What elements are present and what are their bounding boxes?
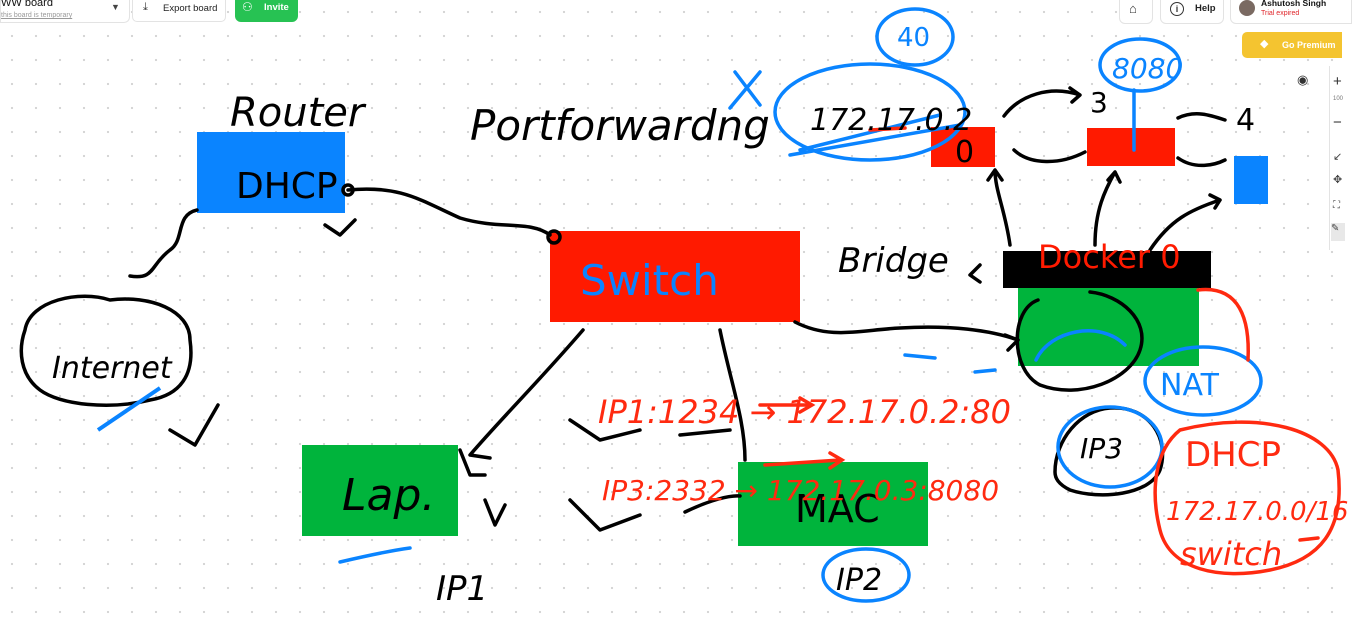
avatar: [1239, 0, 1255, 16]
ip1-label[interactable]: IP1: [436, 569, 488, 609]
ip2-label[interactable]: IP2: [836, 563, 882, 598]
help-label: Help: [1195, 3, 1216, 14]
docker-label[interactable]: Docker 0: [1038, 238, 1181, 276]
container-ip-label[interactable]: 172.17.0.2: [810, 103, 972, 138]
invite-button[interactable]: ⚇ Invite: [235, 0, 298, 22]
internet-label[interactable]: Internet: [52, 351, 173, 386]
mac-label[interactable]: MAC: [795, 487, 880, 531]
nat-label[interactable]: NAT: [1160, 368, 1220, 403]
container-3[interactable]: [1087, 128, 1175, 166]
container-3-label[interactable]: 3: [1090, 86, 1108, 119]
container-0-label[interactable]: 0: [955, 135, 974, 170]
switch-note-label[interactable]: switch: [1180, 535, 1282, 573]
subnet-label[interactable]: 172.17.0.0/16: [1166, 497, 1348, 527]
info-icon: i: [1170, 2, 1184, 16]
board-name-menu[interactable]: WW board this board is temporary ▼: [0, 0, 130, 23]
forward-rule-2[interactable]: IP3:2332 → 172.17.0.3:8080: [602, 474, 999, 507]
add-user-icon: ⚇: [242, 0, 253, 14]
internet-cloud[interactable]: [19, 294, 193, 407]
zoom-out-button[interactable]: −: [1333, 114, 1342, 131]
diamond-icon: ◆: [1260, 38, 1269, 50]
lap-label[interactable]: Lap.: [342, 470, 435, 521]
x-mark-label: X: [704, 122, 711, 133]
badge-40[interactable]: 40: [897, 23, 930, 53]
home-icon: ⌂: [1129, 1, 1137, 16]
download-icon: ⤓: [143, 1, 148, 13]
eye-icon[interactable]: ◉: [1297, 72, 1309, 87]
container-4-label[interactable]: 4: [1236, 103, 1255, 138]
container-4[interactable]: [1234, 156, 1268, 204]
move-icon[interactable]: ✥: [1333, 174, 1343, 186]
container-0[interactable]: [931, 127, 995, 167]
help-button[interactable]: i Help: [1160, 0, 1224, 24]
chevron-down-icon[interactable]: ▼: [111, 2, 120, 12]
fit-icon[interactable]: ↙: [1333, 151, 1343, 163]
switch-box[interactable]: [550, 231, 800, 322]
trial-status: Trial expired: [1261, 10, 1300, 17]
forward-rule-1[interactable]: IP1:1234 → 172.17.0.2:80: [598, 393, 1011, 431]
export-board-button[interactable]: ⤓ Export board: [132, 0, 226, 22]
ip3-label[interactable]: IP3: [1080, 432, 1123, 465]
go-premium-button[interactable]: ◆ Go Premium: [1242, 32, 1342, 58]
internet-underline: [96, 386, 162, 432]
zoom-sidebar: + 100 − ↙ ✥ ⛶ ✎: [1329, 66, 1346, 250]
go-premium-label: Go Premium: [1282, 40, 1336, 50]
bridge-label[interactable]: Bridge: [838, 241, 949, 281]
mac-box[interactable]: [738, 462, 928, 546]
zoom-in-button[interactable]: +: [1333, 73, 1342, 90]
export-board-label: Export board: [163, 3, 218, 14]
home-button[interactable]: ⌂: [1119, 0, 1153, 24]
pen-tool-icon[interactable]: ✎: [1331, 223, 1345, 241]
docker-box[interactable]: [1018, 287, 1199, 366]
switch-label[interactable]: Switch: [580, 256, 719, 305]
port-8080-label[interactable]: 8080: [1112, 52, 1183, 85]
router-label[interactable]: Router: [230, 90, 367, 136]
invite-label: Invite: [264, 2, 289, 13]
black-strokes[interactable]: [128, 86, 1227, 532]
docker-bar[interactable]: [1003, 251, 1211, 288]
lap-box[interactable]: [302, 445, 458, 536]
router-box-label[interactable]: DHCP: [236, 166, 338, 207]
user-name: Ashutosh Singh: [1261, 0, 1327, 8]
board-temporary-note[interactable]: this board is temporary: [1, 12, 73, 19]
dhcp-label[interactable]: DHCP: [1185, 435, 1281, 475]
board-title: WW board: [1, 0, 53, 9]
zoom-level: 100: [1333, 96, 1344, 102]
red-strokes[interactable]: [758, 126, 1341, 576]
user-menu[interactable]: Ashutosh Singh Trial expired: [1230, 0, 1352, 24]
portforwarding-label[interactable]: Portforwardng: [470, 101, 770, 150]
blue-strokes[interactable]: [338, 7, 1263, 603]
frame-icon[interactable]: ⛶: [1333, 200, 1340, 211]
router-box[interactable]: [197, 132, 345, 213]
